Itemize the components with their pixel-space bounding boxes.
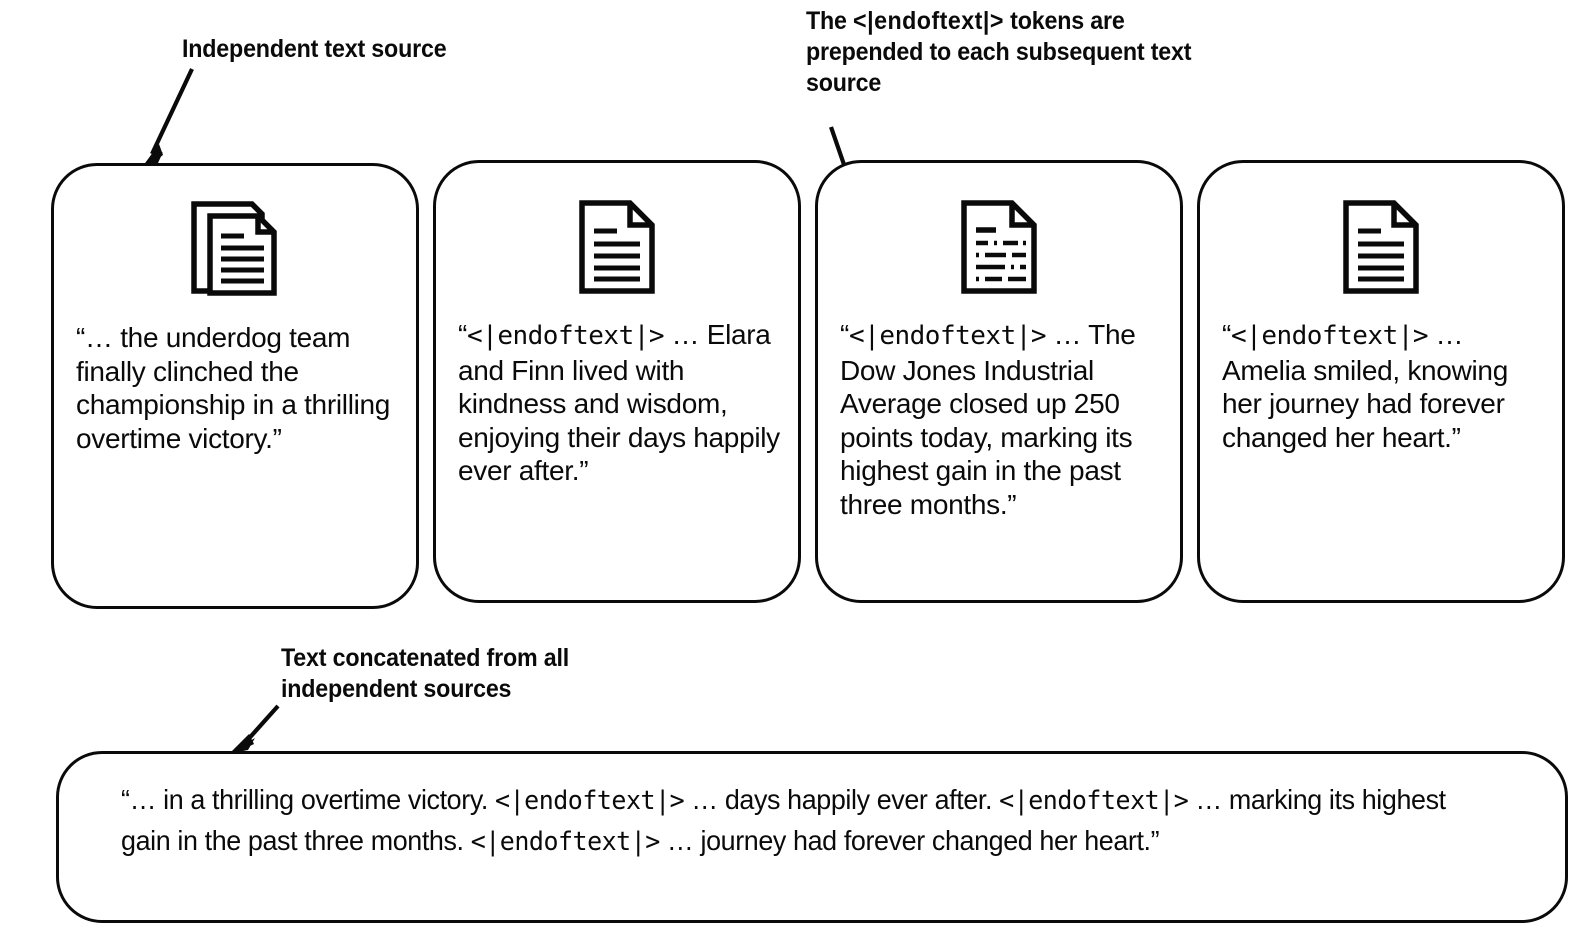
text-source-card-4[interactable]: “<|endoftext|> … Amelia smiled, knowing … xyxy=(1197,160,1565,603)
text-source-card-1[interactable]: “… the underdog team finally clinched th… xyxy=(51,163,419,609)
annotation-independent-text-source: Independent text source xyxy=(182,35,447,63)
endoftext-token-3: <|endoftext|> xyxy=(849,321,1047,351)
concat-text-segment-6: … journey had forever changed her heart.… xyxy=(659,825,1160,856)
endoftext-token-4: <|endoftext|> xyxy=(1231,321,1429,351)
annot-prepend-pre: The xyxy=(806,7,854,35)
annot-prepend-post: tokens are prepended to each subsequent … xyxy=(806,7,1198,97)
document-lines-icon xyxy=(579,200,655,294)
text-source-card-3[interactable]: “<|endoftext|> … The Dow Jones Industria… xyxy=(815,160,1183,603)
document-lines-icon xyxy=(1343,200,1419,294)
card-text-4: “<|endoftext|> … Amelia smiled, knowing … xyxy=(1222,318,1548,454)
card-quote-1: “… the underdog team finally clinched th… xyxy=(76,322,398,454)
card-body-2: … Elara and Finn lived with kindness and… xyxy=(458,319,788,486)
endoftext-token-concat-3: <|endoftext|> xyxy=(999,786,1189,816)
annotation-prepended-tokens: The <|endoftext|> tokens are prepended t… xyxy=(806,6,1243,99)
endoftext-token-2: <|endoftext|> xyxy=(467,321,665,351)
card-body-4: … Amelia smiled, knowing her journey had… xyxy=(1222,319,1516,453)
document-data-icon xyxy=(961,200,1037,294)
concat-text-segment-4: … marking its highest gain in the past t… xyxy=(121,784,1453,856)
card-quote-open-4: “ xyxy=(1222,319,1232,350)
arrow-concatenated xyxy=(230,704,280,753)
card-quote-open-2: “ xyxy=(458,319,468,350)
endoftext-token-concat-5: <|endoftext|> xyxy=(470,827,661,857)
concat-text-segment-0: “… in a thrilling overtime victory. xyxy=(121,784,496,815)
card-quote-open-3: “ xyxy=(840,319,850,350)
card-text-2: “<|endoftext|> … Elara and Finn lived wi… xyxy=(458,318,784,488)
endoftext-token-concat-1: <|endoftext|> xyxy=(495,786,685,816)
annotation-text-concatenated: Text concatenated from all independent s… xyxy=(281,644,576,703)
arrow-independent-source xyxy=(140,68,194,170)
card-body-3: … The Dow Jones Industrial Average close… xyxy=(840,319,1144,520)
card-text-1: “… the underdog team finally clinched th… xyxy=(76,321,402,455)
stacked-document-icon xyxy=(191,201,277,296)
card-text-3: “<|endoftext|> … The Dow Jones Industria… xyxy=(840,318,1166,521)
text-source-card-2[interactable]: “<|endoftext|> … Elara and Finn lived wi… xyxy=(433,160,801,603)
concatenated-text-box[interactable]: “… in a thrilling overtime victory. <|en… xyxy=(56,751,1568,923)
concat-text-segment-2: … days happily ever after. xyxy=(684,784,1000,815)
concatenated-text: “… in a thrilling overtime victory. <|en… xyxy=(121,780,1475,862)
annot-prepend-token: <|endoftext|> xyxy=(853,7,1004,35)
